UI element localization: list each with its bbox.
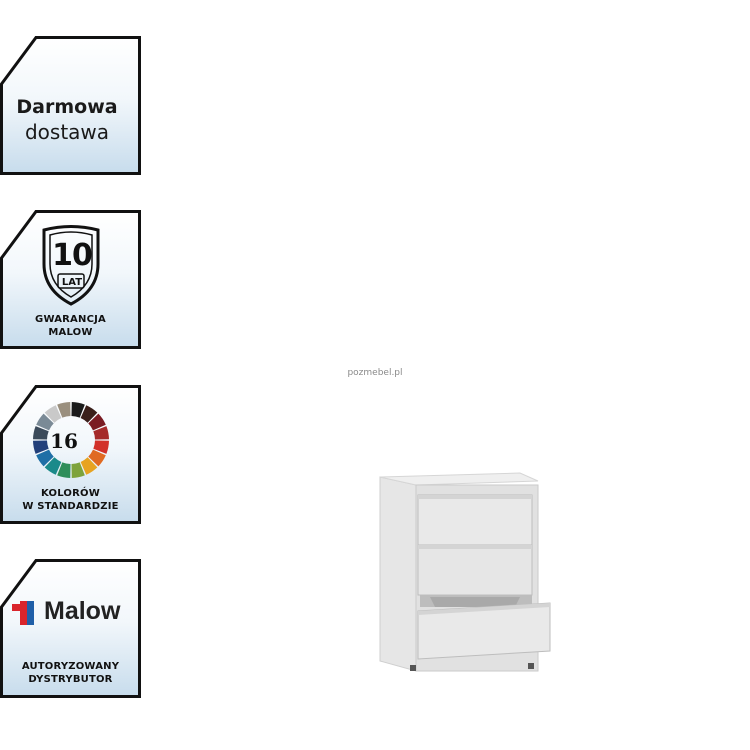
distributor-line2: DYSTRYBUTOR [28, 674, 113, 685]
color-wheel-segment [33, 440, 49, 454]
color-wheel-segment [44, 405, 62, 423]
colors-line1: KOLORÓW [41, 488, 100, 499]
color-wheel-segment [44, 457, 62, 475]
color-wheel-segment [93, 440, 109, 454]
color-wheel-segment [88, 413, 106, 431]
color-wheel-segment [80, 405, 98, 423]
color-wheel-segment [33, 426, 49, 440]
color-wheel-segment [57, 402, 71, 418]
badge-frame [0, 559, 141, 698]
color-wheel-segment [93, 426, 109, 440]
warranty-line2: MALOW [48, 327, 93, 338]
free-delivery-badge: Darmowa dostawa [0, 36, 141, 175]
free-delivery-line1: Darmowa [16, 96, 118, 118]
color-wheel-segment [36, 449, 54, 467]
color-wheel-segment [36, 413, 54, 431]
shield-icon [42, 225, 100, 306]
malow-logo-icon [12, 601, 34, 625]
color-wheel-segment [80, 457, 98, 475]
free-delivery-line2: dostawa [24, 120, 110, 144]
watermark: pozmebel.pl [347, 368, 403, 378]
colors-line2: W STANDARDZIE [22, 501, 119, 512]
colors-number: 16 [50, 429, 78, 453]
color-wheel-icon [33, 402, 109, 478]
badge-frame [0, 210, 141, 349]
color-wheel-segment [88, 449, 106, 467]
badge-frame [0, 36, 141, 175]
warranty-number: 10 [52, 238, 93, 273]
warranty-badge: 10 LAT GWARANCJA MALOW [0, 210, 141, 349]
badge-frame [0, 385, 141, 524]
colors-badge: 16 KOLORÓW W STANDARDZIE [0, 385, 141, 524]
color-wheel-segment [71, 462, 85, 478]
color-wheel-segment [71, 402, 85, 418]
filing-cabinet-icon [379, 472, 551, 672]
warranty-unit: LAT [61, 277, 83, 288]
malow-brand: Malow [44, 597, 121, 625]
distributor-line1: AUTORYZOWANY [21, 661, 120, 672]
color-wheel-segment [57, 462, 71, 478]
warranty-line1: GWARANCJA [35, 314, 106, 325]
distributor-badge: Malow AUTORYZOWANY DYSTRYBUTOR [0, 559, 141, 698]
